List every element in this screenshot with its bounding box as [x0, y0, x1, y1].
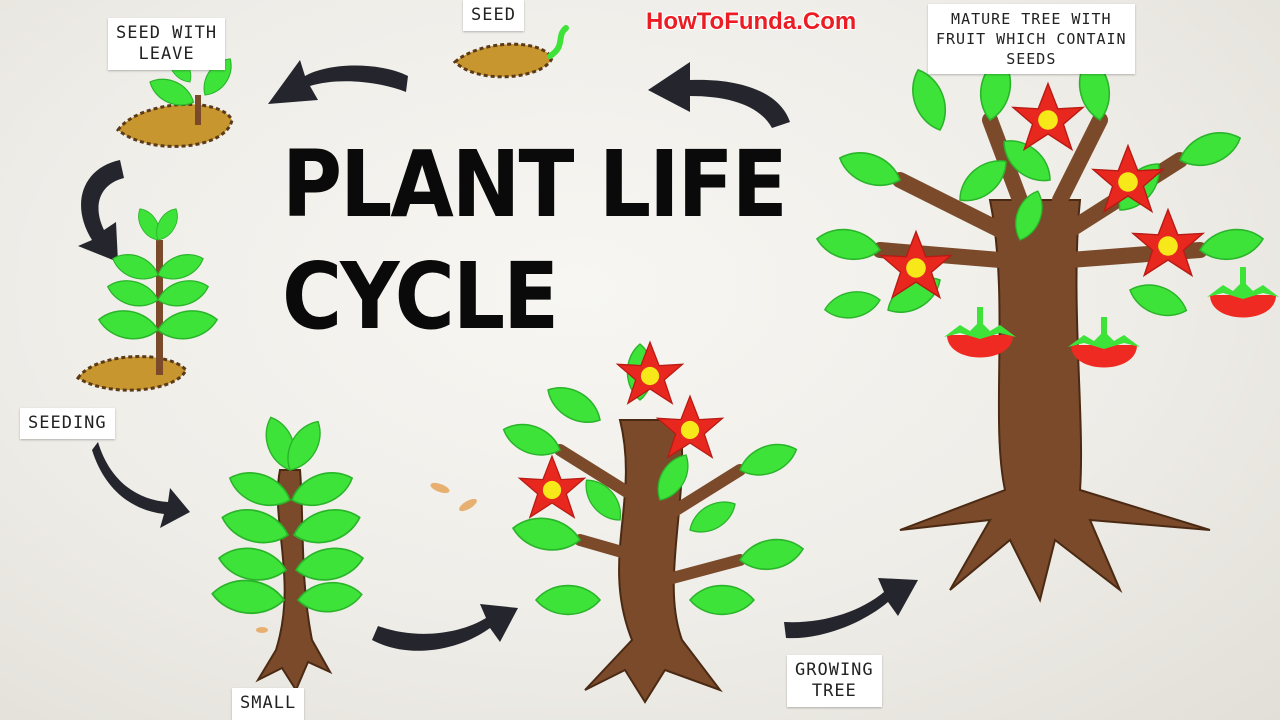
cycle-arrows: [78, 60, 918, 651]
arrow-mature-to-seed: [648, 62, 790, 128]
label-seeding-text: SEEDING: [28, 413, 107, 433]
seed-illustration: [452, 25, 569, 79]
seeding-illustration: [75, 204, 221, 392]
title-line-1: PLANT LIFE: [282, 132, 788, 239]
growing-tree-illustration: [498, 341, 807, 704]
label-seed-with-leave: SEED WITH LEAVE: [108, 18, 226, 70]
page-title: PLANT LIFE CYCLE: [282, 130, 802, 354]
site-watermark: HowToFunda.Com: [646, 8, 857, 35]
scattered-seeds: [256, 482, 477, 633]
title-line-2: CYCLE: [282, 244, 559, 351]
label-seed-with-leave-line-2: LEAVE: [138, 44, 195, 64]
label-growing-tree: GROWING TREE: [787, 655, 882, 707]
mature-tree-illustration: [813, 53, 1279, 603]
label-seed: SEED: [463, 0, 524, 31]
seed-with-leave-illustration: [115, 47, 239, 148]
label-small-tree-text: SMALL: [240, 693, 297, 713]
label-mature-tree-line-3: SEEDS: [1006, 50, 1057, 68]
arrow-small-to-growing: [372, 604, 518, 651]
small-tree-illustration: [209, 412, 367, 693]
label-mature-tree: MATURE TREE WITH FRUIT WHICH CONTAIN SEE…: [928, 4, 1135, 74]
label-seed-text: SEED: [471, 5, 516, 25]
arrow-seedwithleave-to-seeding: [78, 160, 124, 262]
label-seeding: SEEDING: [20, 408, 115, 439]
label-growing-tree-line-2: TREE: [811, 681, 857, 701]
arrow-seed-to-seedwithleave: [268, 60, 408, 104]
label-mature-tree-line-1: MATURE TREE WITH: [951, 10, 1112, 28]
arrow-growing-to-mature: [784, 578, 918, 639]
arrow-seeding-to-small: [92, 442, 190, 528]
label-small-tree: SMALL: [232, 688, 305, 720]
label-growing-tree-line-1: GROWING: [795, 660, 874, 680]
label-seed-with-leave-line-1: SEED WITH: [116, 23, 218, 43]
label-mature-tree-line-2: FRUIT WHICH CONTAIN: [936, 30, 1127, 48]
